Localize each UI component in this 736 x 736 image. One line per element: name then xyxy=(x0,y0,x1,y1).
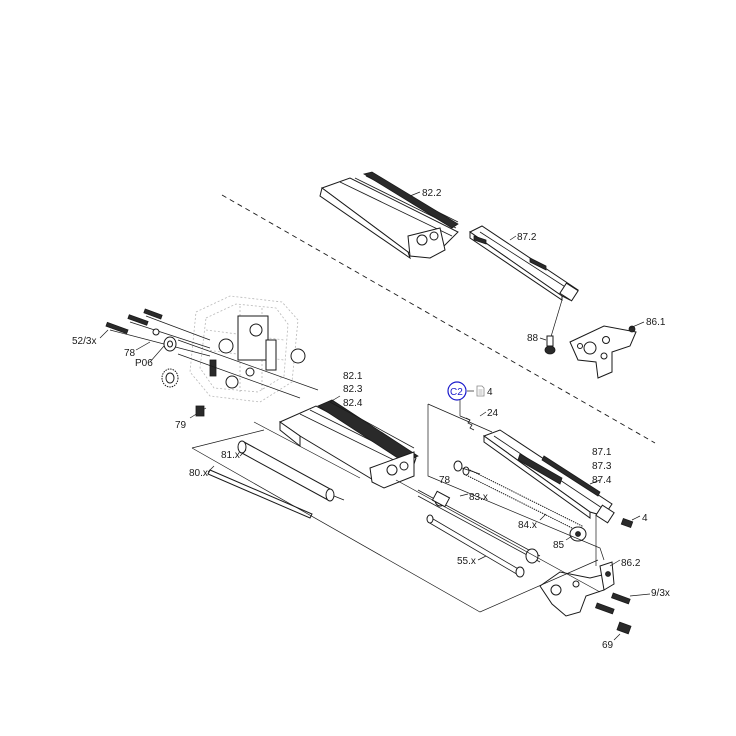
label-83-x: 83.x xyxy=(469,492,488,503)
shaft-80 xyxy=(207,469,313,519)
shaft-55 xyxy=(426,514,539,578)
separator-dashed-line xyxy=(221,194,656,444)
washer-78-lower xyxy=(453,460,481,475)
rail-87-2 xyxy=(469,225,579,302)
label-87-2: 87.2 xyxy=(517,232,537,243)
label-80-x: 80.x xyxy=(189,468,208,479)
label-82-1: 82.1 xyxy=(343,371,363,382)
washer-P06 xyxy=(163,336,177,352)
label-P06: P06 xyxy=(135,358,153,369)
rail-82-1 xyxy=(278,399,419,489)
label-87-3: 87.3 xyxy=(592,461,612,472)
label-81-x: 81.x xyxy=(221,450,240,461)
spring-24 xyxy=(459,400,475,431)
shaft-guide-line-1 xyxy=(177,339,319,391)
roller-81 xyxy=(237,440,345,502)
shaft-guide-line-2 xyxy=(177,353,301,399)
outline-1 xyxy=(191,429,265,449)
label-9-3x: 9/3x xyxy=(651,588,670,599)
label-79: 79 xyxy=(175,420,187,431)
outline-2 xyxy=(191,447,599,613)
rail-82-2 xyxy=(319,171,459,260)
label-82-3: 82.3 xyxy=(343,384,363,395)
outline-6 xyxy=(395,479,601,593)
gear-mechanism xyxy=(209,315,306,389)
label-78-upper: 78 xyxy=(124,348,136,359)
document-icon xyxy=(476,385,485,397)
reference-circle[interactable] xyxy=(447,381,467,401)
label-88: 88 xyxy=(527,333,539,344)
label-85: 85 xyxy=(553,540,565,551)
label-87-1: 87.1 xyxy=(592,447,612,458)
outline-3 xyxy=(427,404,605,561)
label-84-x: 84.x xyxy=(518,520,537,531)
label-82-4: 82.4 xyxy=(343,398,363,409)
label-52-3x: 52/3x xyxy=(72,336,96,347)
leader-lines xyxy=(99,191,651,641)
label-86-1: 86.1 xyxy=(646,317,666,328)
screws-9 xyxy=(595,592,631,615)
reference-C2-link[interactable]: C2 xyxy=(447,381,467,401)
label-78-lower: 78 xyxy=(439,475,451,486)
outline-4 xyxy=(427,403,493,433)
outline-5 xyxy=(253,421,361,479)
label-24: 24 xyxy=(487,408,499,419)
screw-4 xyxy=(620,517,634,529)
bracket-86-2 xyxy=(539,561,615,617)
gear-wheel xyxy=(161,368,179,388)
rail-87-1 xyxy=(482,429,615,524)
label-55-x: 55.x xyxy=(457,556,476,567)
label-4-lower: 4 xyxy=(642,513,648,524)
screw-69 xyxy=(616,621,632,635)
label-87-4: 87.4 xyxy=(592,475,612,486)
label-82-2: 82.2 xyxy=(422,188,442,199)
screws-52 xyxy=(105,308,211,357)
label-69: 69 xyxy=(602,640,614,651)
label-86-2: 86.2 xyxy=(621,558,641,569)
knob-85 xyxy=(569,526,587,542)
screw-88 xyxy=(544,299,563,355)
screw-79 xyxy=(189,405,207,419)
reference-code[interactable]: C2 xyxy=(450,387,463,398)
reference-count: 4 xyxy=(487,387,493,398)
bracket-86-1 xyxy=(569,325,637,379)
